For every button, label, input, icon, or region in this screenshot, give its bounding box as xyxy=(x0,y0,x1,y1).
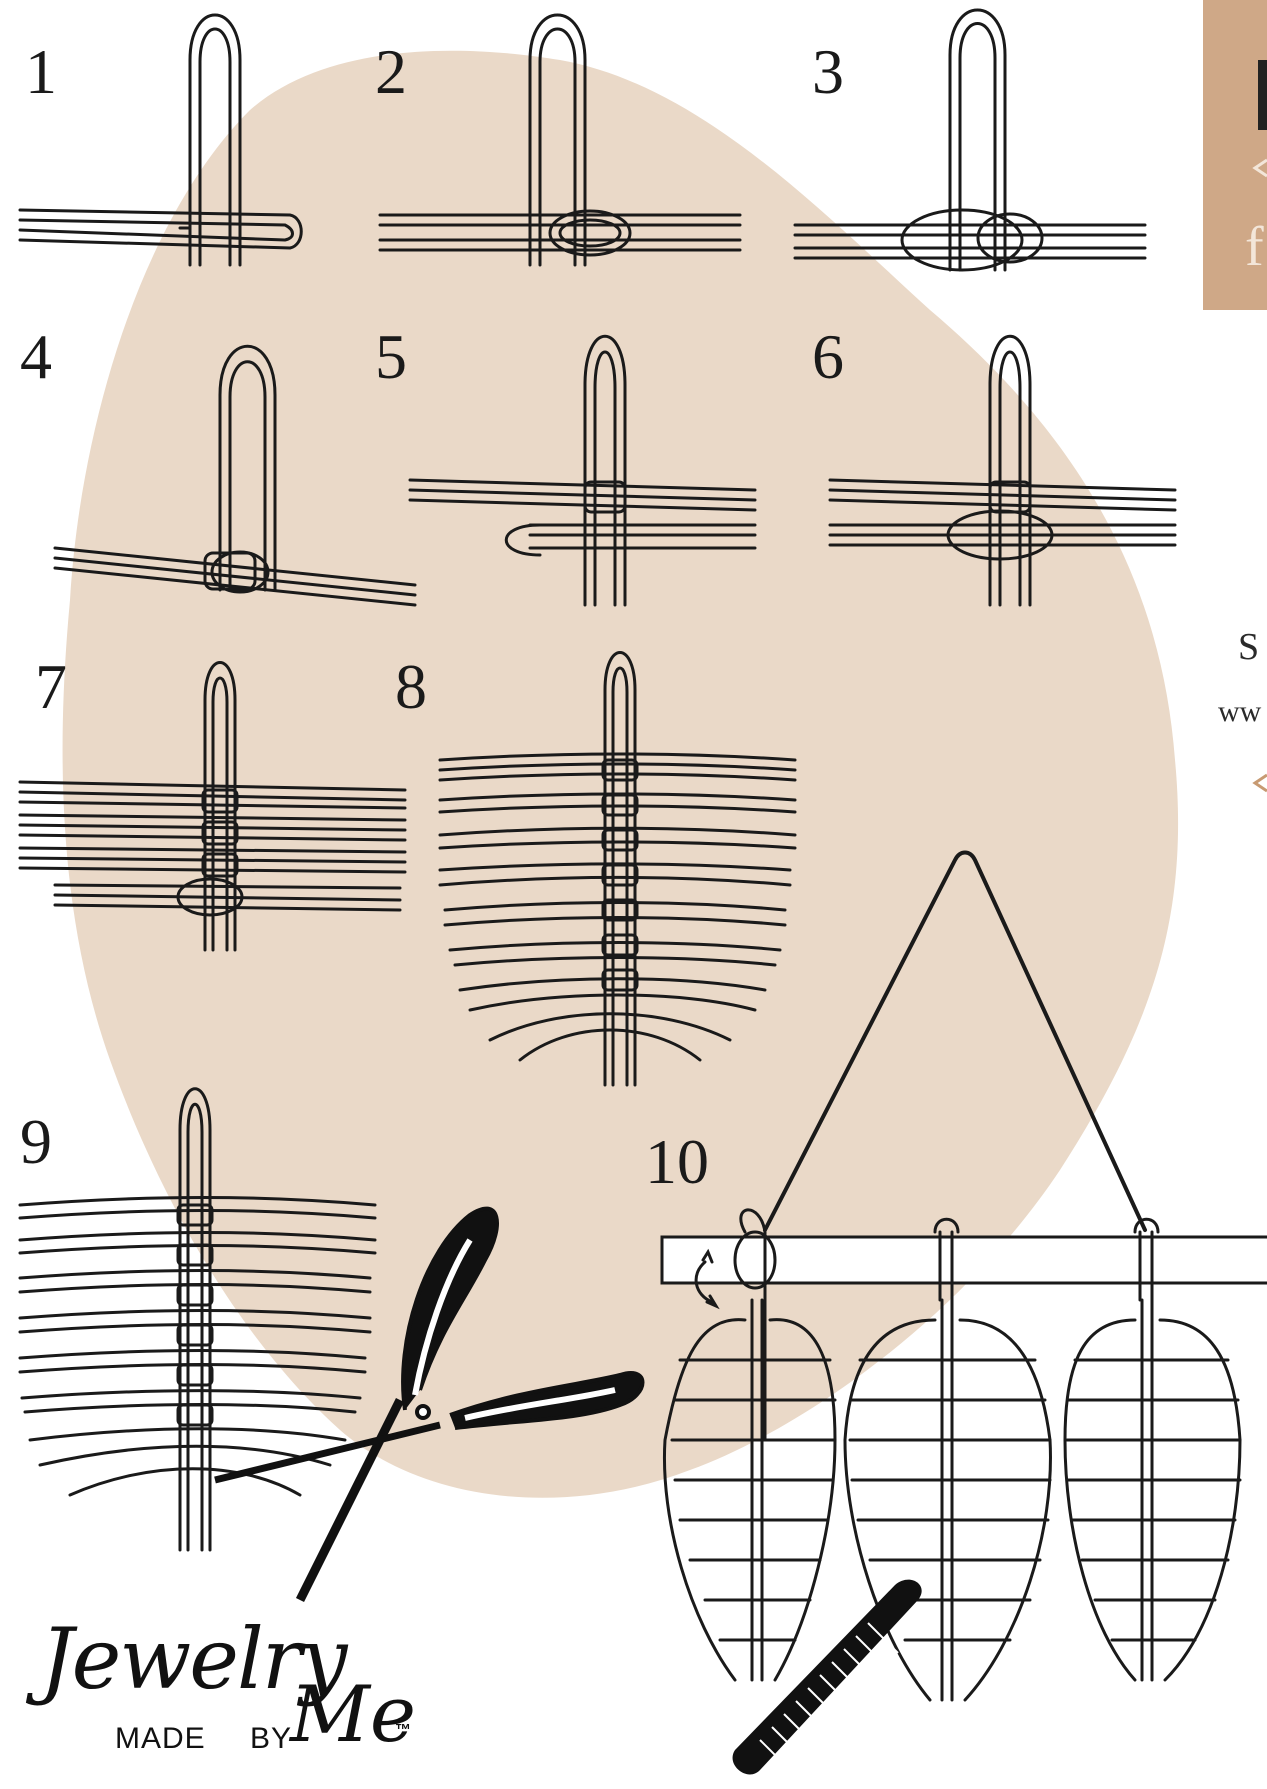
step-number-4: 4 xyxy=(20,325,52,389)
side-arrow-accent xyxy=(1255,775,1267,791)
step-number-7: 7 xyxy=(35,655,67,719)
brand-by: BY xyxy=(250,1722,292,1756)
brand-made: MADE xyxy=(115,1722,206,1756)
step-number-6: 6 xyxy=(812,325,844,389)
side-text-w: ww xyxy=(1218,695,1261,729)
brand-logo: Jewelry MADE BY Me ™ xyxy=(40,1610,440,1780)
side-panel-mark xyxy=(1258,60,1267,130)
side-text-s: S xyxy=(1238,625,1259,669)
step-3-drawing xyxy=(795,10,1145,270)
wooden-dowel xyxy=(662,1237,1267,1283)
brand-me: Me xyxy=(290,1670,416,1760)
side-panel-text: f xyxy=(1245,215,1264,279)
step-number-9: 9 xyxy=(20,1110,52,1174)
brand-tm: ™ xyxy=(395,1722,411,1740)
step-number-5: 5 xyxy=(375,325,407,389)
step-number-8: 8 xyxy=(395,655,427,719)
step-number-3: 3 xyxy=(812,40,844,104)
feather-right xyxy=(1065,1219,1240,1680)
step-number-1: 1 xyxy=(25,40,57,104)
step-number-10: 10 xyxy=(645,1130,709,1194)
step-number-2: 2 xyxy=(375,40,407,104)
